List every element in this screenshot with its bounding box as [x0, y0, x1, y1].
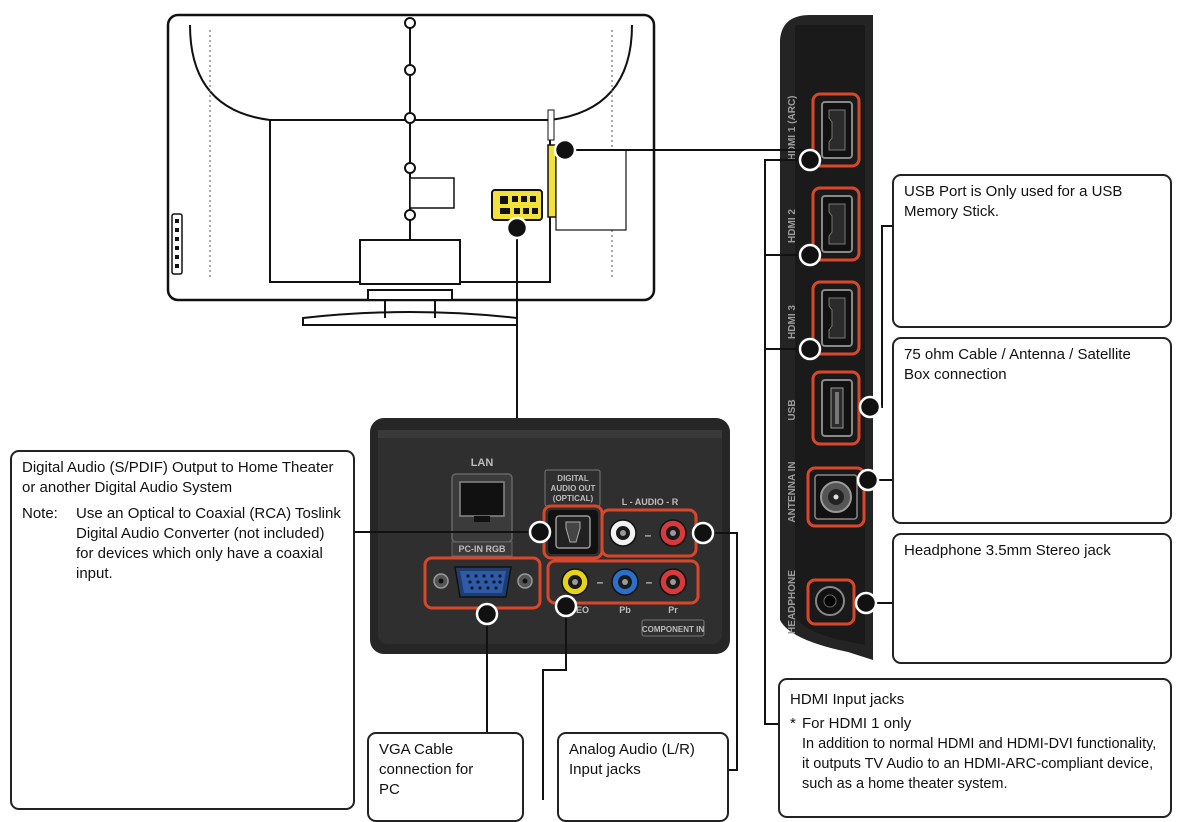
digital-audio-out-label-1: DIGITAL	[557, 474, 589, 483]
component-in-label: COMPONENT IN	[642, 625, 704, 634]
antenna-callout-text: 75 ohm Cable / Antenna / Satellite Box c…	[904, 346, 1131, 383]
usb-label: USB	[787, 399, 798, 420]
antenna-callout: 75 ohm Cable / Antenna / Satellite Box c…	[892, 337, 1172, 524]
digital-audio-callout-title: Digital Audio (S/PDIF) Output to Home Th…	[22, 459, 334, 496]
vga-callout: VGA Cable connection for PC	[367, 732, 524, 822]
tv-rear-panel-marker-icon	[491, 189, 543, 221]
headphone-callout-text: Headphone 3.5mm Stereo jack	[904, 542, 1111, 559]
pb-jack	[611, 568, 639, 596]
tv-back-illustration	[166, 13, 656, 326]
usb-callout: USB Port is Only used for a USB Memory S…	[892, 174, 1172, 328]
pr-label: Pr	[668, 605, 678, 615]
headphone-label: HEADPHONE	[787, 570, 798, 634]
analog-audio-callout: Analog Audio (L/R) Input jacks	[557, 732, 729, 822]
audio-dash-label: –	[645, 528, 652, 542]
audio-l-jack	[609, 519, 637, 547]
digital-audio-out-label-2: AUDIO OUT	[551, 484, 596, 493]
hdmi-3-label: HDMI 3	[787, 305, 798, 339]
digital-audio-callout: Digital Audio (S/PDIF) Output to Home Th…	[10, 450, 355, 810]
antenna-in-label: ANTENNA IN	[787, 461, 798, 522]
pc-in-rgb-label: PC-IN RGB	[459, 544, 507, 554]
tv-side-panel-marker-icon	[547, 144, 557, 218]
hdmi-star: *	[790, 715, 796, 732]
diagram-stage: LAN DIGITAL AUDIO OUT (OPTICAL) PC-IN RG…	[10, 13, 1172, 822]
hdmi-1-arc-label: HDMI 1 (ARC)	[787, 96, 798, 161]
hdmi-sub-title: For HDMI 1 only	[802, 715, 912, 732]
headphone-port	[815, 586, 845, 616]
highlight-boxes	[423, 92, 866, 626]
antenna-port	[814, 474, 858, 520]
vga-callout-text: VGA Cable connection for PC	[379, 741, 474, 798]
vga-port	[433, 566, 533, 598]
usb-callout-text: USB Port is Only used for a USB Memory S…	[904, 183, 1123, 220]
audio-lr-label: L - AUDIO - R	[622, 497, 679, 507]
usb-port	[821, 379, 853, 437]
hdmi-callout-sub: * For HDMI 1 only In addition to normal H…	[790, 714, 1160, 794]
hdmi-callout: HDMI Input jacks * For HDMI 1 only In add…	[778, 678, 1172, 818]
lan-label: LAN	[471, 457, 494, 469]
digital-audio-out-label-3: (OPTICAL)	[553, 494, 594, 503]
hdmi-2-port	[821, 195, 853, 253]
video-dash-label-2: –	[646, 575, 653, 589]
leader-dots	[475, 138, 882, 626]
note-label: Note:	[22, 505, 58, 522]
hdmi-3-port	[821, 289, 853, 347]
hdmi-callout-title: HDMI Input jacks	[790, 691, 905, 708]
optical-port	[548, 510, 598, 554]
tv-connections-diagram: LAN DIGITAL AUDIO OUT (OPTICAL) PC-IN RG…	[166, 13, 892, 800]
video-jack	[561, 568, 589, 596]
hdmi-sub-text: In addition to normal HDMI and HDMI-DVI …	[802, 736, 1157, 792]
video-dash-label-1: –	[597, 575, 604, 589]
audio-r-jack	[659, 519, 687, 547]
digital-audio-note: Note: Use an Optical to Coaxial (RCA) To…	[22, 504, 343, 584]
analog-audio-callout-text: Analog Audio (L/R) Input jacks	[569, 741, 695, 778]
pb-label: Pb	[619, 605, 631, 615]
headphone-callout: Headphone 3.5mm Stereo jack	[892, 533, 1172, 664]
note-text: Use an Optical to Coaxial (RCA) Toslink …	[76, 505, 341, 582]
hdmi-2-label: HDMI 2	[787, 209, 798, 243]
pr-jack	[659, 568, 687, 596]
hdmi-1-port	[821, 101, 853, 159]
